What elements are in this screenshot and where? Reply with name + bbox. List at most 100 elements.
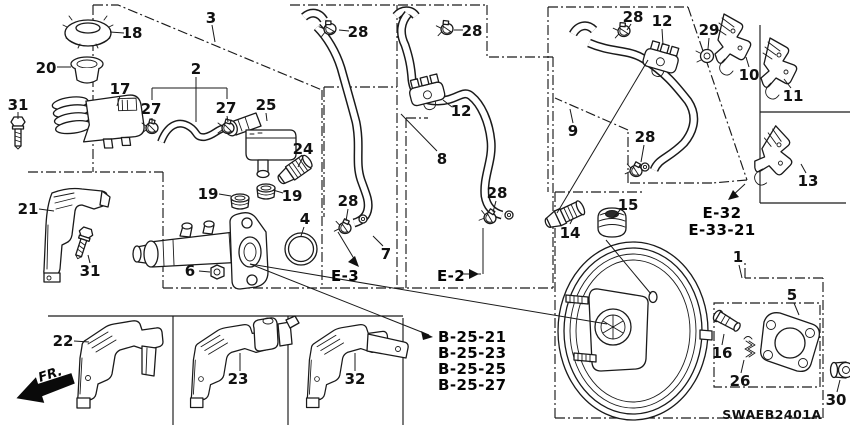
- part-24-fluid-sensor: [277, 154, 313, 185]
- part-label-28-17: 28: [338, 192, 359, 210]
- part-label-23-39: 23: [228, 370, 249, 388]
- ref-label-B2525-6: B-25-25: [438, 360, 506, 378]
- part-label-9-23: 9: [568, 122, 578, 140]
- leader-e2: [463, 228, 484, 275]
- part-label-1-33: 1: [733, 248, 743, 266]
- arrowhead-e32: [728, 190, 739, 200]
- part-4-o-ring: [284, 232, 318, 266]
- panel-3-diagonal-border: [93, 4, 323, 91]
- ref-label-E2-1: E-2: [437, 267, 465, 285]
- ref-label-E32-2: E-32: [703, 204, 742, 222]
- part-label-27-6: 27: [141, 100, 162, 118]
- part-label-31-3: 31: [8, 96, 29, 114]
- arrowhead-e3: [348, 256, 359, 267]
- part-29-nut: [695, 48, 715, 64]
- part-label-28-24: 28: [623, 8, 644, 26]
- part-label-17-2: 17: [110, 80, 131, 98]
- leader-e3: [337, 231, 357, 263]
- part-19-grommet-right: [256, 183, 276, 200]
- ref-label-B2523-5: B-25-23: [438, 344, 506, 362]
- part-1-brake-booster: [557, 241, 713, 421]
- part-label-27-7: 27: [216, 99, 237, 117]
- part-19-grommet-left: [230, 193, 250, 210]
- part-12-clip-hose8: [405, 72, 449, 115]
- part-label-18-0: 18: [122, 24, 143, 42]
- leader-lines: [17, 23, 841, 393]
- part-5-booster-gasket: [760, 312, 820, 372]
- part-label-6-13: 6: [185, 262, 195, 280]
- ref-label-B2527-7: B-25-27: [438, 376, 506, 394]
- hose-9: [569, 21, 699, 173]
- part-label-19-11: 19: [282, 187, 303, 205]
- part-16-clevis-pin: [712, 309, 741, 332]
- part-32-bracket: [305, 324, 409, 409]
- part-21-mount-bracket: [43, 187, 111, 283]
- part-label-4-12: 4: [300, 210, 310, 228]
- part-label-3-4: 3: [206, 9, 216, 27]
- part-label-5-34: 5: [787, 286, 797, 304]
- part-master-cylinder: [132, 212, 269, 290]
- panel-borders: [28, 4, 824, 419]
- arrowhead-b25: [421, 331, 433, 340]
- part-13-bracket: [747, 122, 802, 193]
- fr-direction-arrow: [16, 373, 75, 403]
- part-label-19-10: 19: [198, 185, 219, 203]
- part-30-flange-nut: [829, 361, 850, 379]
- part-label-28-16: 28: [348, 23, 369, 41]
- part-label-7-18: 7: [381, 245, 391, 263]
- part-label-21-14: 21: [18, 200, 39, 218]
- part-label-24-9: 24: [293, 140, 314, 158]
- part-label-22-38: 22: [53, 332, 74, 350]
- part-label-28-19: 28: [462, 22, 483, 40]
- hoses: [157, 6, 699, 228]
- fr-label: FR.: [37, 364, 65, 386]
- part-label-16-35: 16: [712, 344, 733, 362]
- part-label-12-25: 12: [652, 12, 673, 30]
- part-label-2-5: 2: [191, 60, 201, 78]
- part-label-8-21: 8: [437, 150, 447, 168]
- ref-label-E3-0: E-3: [331, 267, 359, 285]
- part-label-14-31: 14: [560, 224, 581, 242]
- part-20-reservoir-seal: [70, 56, 104, 84]
- part-14-check-valve: [544, 200, 586, 228]
- part-label-28-22: 28: [487, 184, 508, 202]
- parts: [10, 13, 850, 421]
- section-dividers: [48, 25, 850, 425]
- part-26-lock-clip: [743, 336, 756, 358]
- part-label-32-40: 32: [345, 370, 366, 388]
- part-22-bracket: [76, 320, 164, 409]
- hose-8: [392, 6, 514, 220]
- part-31-bolt-left: [10, 116, 26, 150]
- part-label-31-15: 31: [80, 262, 101, 280]
- part-label-10-28: 10: [739, 66, 760, 84]
- arrowhead-e2: [469, 269, 479, 279]
- part-label-20-1: 20: [36, 59, 57, 77]
- ref-label-E3321-3: E-33-21: [688, 221, 755, 239]
- part-17-reservoir-tank: [51, 94, 145, 149]
- part-label-25-8: 25: [256, 96, 277, 114]
- part-label-13-30: 13: [798, 172, 819, 190]
- part-label-11-29: 11: [783, 87, 804, 105]
- booster-stud-bottom: [573, 352, 597, 363]
- part-28-clamp-hose8-top: [434, 18, 455, 37]
- part-label-12-20: 12: [451, 102, 472, 120]
- diagram-code: SWAEB2401A: [722, 407, 821, 422]
- part-label-30-37: 30: [826, 391, 847, 409]
- part-23-bracket: [189, 315, 300, 409]
- part-6-nut: [210, 264, 225, 280]
- booster-stud-top: [565, 294, 589, 305]
- leader-clip-to-valve: [556, 59, 649, 214]
- part-31-bolt-bracket: [70, 225, 95, 262]
- part-25-reservoir-sub: [224, 112, 297, 179]
- ref-label-B2521-4: B-25-21: [438, 328, 506, 346]
- part-18-reservoir-cap: [62, 15, 114, 49]
- part-label-28-26: 28: [635, 128, 656, 146]
- leader-cylinder-to-booster: [249, 263, 608, 325]
- part-28-clamp-hose7-bottom: [333, 216, 354, 236]
- hose-7: [301, 8, 373, 228]
- part-label-26-36: 26: [730, 372, 751, 390]
- part-label-29-27: 29: [699, 21, 720, 39]
